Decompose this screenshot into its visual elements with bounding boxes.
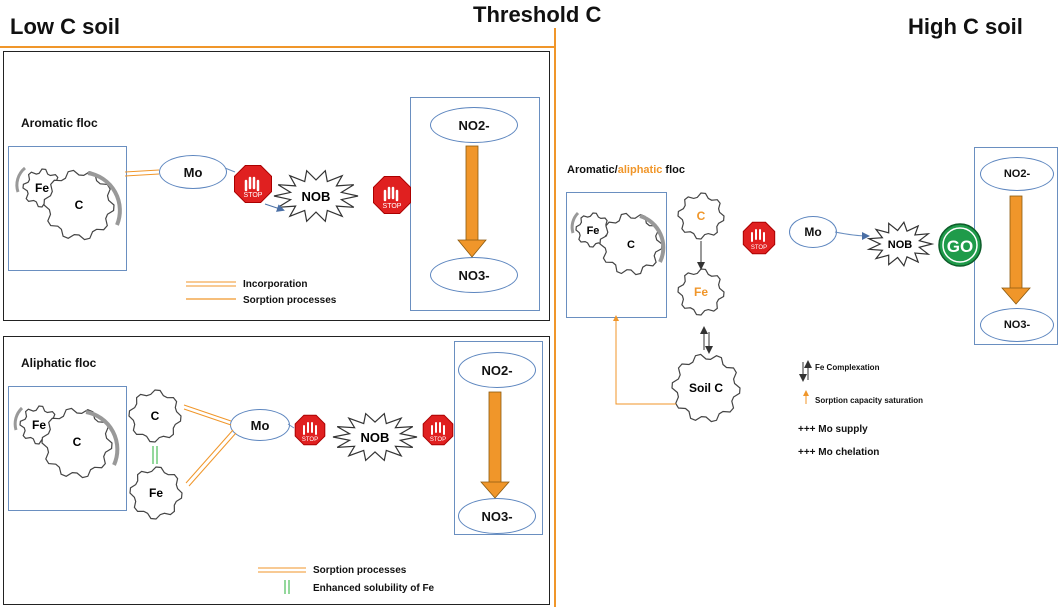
high-legend-fe-complexation: Fe Complexation — [815, 363, 880, 372]
aromatic-stop-sign-1: STOP — [234, 165, 272, 203]
high-fe-arc — [570, 211, 580, 234]
high-c-label: C — [627, 239, 635, 251]
aromatic-stop-2-label: STOP — [383, 203, 402, 210]
aliphatic-nitrite-box — [454, 341, 543, 535]
high-mo-ellipse: Mo — [789, 216, 837, 248]
aliphatic-legend-solubility: Enhanced solubility of Fe — [313, 583, 435, 594]
aliphatic-fe-label: Fe — [32, 418, 46, 432]
aliphatic-nob-burst: NOB — [332, 412, 418, 462]
aromatic-no2-no3-arrow — [457, 145, 487, 258]
high-floc-title-aliphatic: aliphatic — [617, 164, 663, 176]
high-fe-label: Fe — [587, 225, 600, 237]
aromatic-c-label: C — [75, 198, 84, 212]
high-orange-c-label: C — [697, 209, 706, 223]
high-go-sign: GO — [938, 223, 982, 267]
high-legend-sorption-saturation: Sorption capacity saturation — [815, 396, 924, 405]
aromatic-fe-arc — [15, 166, 27, 193]
high-floc-title: Aromatic/aliphatic floc — [567, 164, 685, 176]
high-legend-mo-supply: +++ Mo supply — [798, 424, 868, 435]
aromatic-stop-1-label: STOP — [244, 192, 263, 199]
aliphatic-fe-arc — [13, 406, 24, 431]
aliphatic-stop-2-label: STOP — [430, 437, 446, 443]
aliphatic-no2-ellipse: NO2- — [458, 352, 536, 388]
high-soil-c-gear: Soil C — [671, 353, 741, 423]
high-go-label: GO — [947, 237, 973, 256]
aliphatic-free-c-gear: C — [128, 389, 182, 443]
aliphatic-free-fe-label: Fe — [149, 486, 163, 500]
high-c-soil-header: High C soil — [908, 14, 1023, 39]
aliphatic-nob-label: NOB — [361, 430, 390, 445]
high-stop-label: STOP — [751, 245, 767, 251]
threshold-c-header: Threshold C — [473, 2, 602, 27]
aliphatic-stop-sign-2: STOP — [422, 414, 454, 446]
low-c-soil-header: Low C soil — [10, 14, 120, 39]
high-orange-fe-gear: Fe — [677, 268, 725, 316]
aliphatic-floc-panel — [3, 336, 550, 605]
aromatic-floc-box — [8, 146, 127, 271]
aliphatic-c-arc — [85, 410, 120, 466]
high-no3-ellipse: NO3- — [980, 308, 1054, 342]
aliphatic-stop-sign-1: STOP — [294, 414, 326, 446]
aromatic-mo-ellipse: Mo — [159, 155, 227, 189]
aromatic-nob-burst: NOB — [273, 169, 359, 223]
aliphatic-c-label: C — [73, 435, 82, 449]
high-floc-title-aromatic: Aromatic/ — [567, 164, 618, 176]
high-soil-c-label: Soil C — [689, 381, 723, 395]
aliphatic-mo-ellipse: Mo — [230, 409, 290, 441]
aromatic-nitrite-box — [410, 97, 540, 311]
aromatic-nob-label: NOB — [302, 189, 331, 204]
aliphatic-free-fe-gear: Fe — [129, 466, 183, 520]
aliphatic-floc-title: Aliphatic floc — [21, 356, 97, 370]
high-c-arc — [639, 214, 666, 263]
aromatic-legend-sorption: Sorption processes — [243, 295, 337, 306]
aromatic-c-arc — [87, 171, 122, 226]
high-no2-no3-arrow — [1001, 195, 1031, 305]
high-no2-ellipse: NO2- — [980, 157, 1054, 191]
high-nob-label: NOB — [888, 239, 913, 251]
high-orange-c-gear: C — [677, 192, 725, 240]
aliphatic-stop-1-label: STOP — [302, 437, 318, 443]
threshold-divider — [554, 28, 556, 607]
high-legend-mo-chelation: +++ Mo chelation — [798, 447, 880, 458]
aliphatic-legend-sorption: Sorption processes — [313, 565, 407, 576]
aliphatic-no3-ellipse: NO3- — [458, 498, 536, 534]
high-nob-burst: NOB — [866, 220, 935, 268]
aliphatic-free-c-label: C — [151, 409, 160, 423]
header-underline — [0, 46, 556, 48]
aromatic-no3-ellipse: NO3- — [430, 257, 518, 293]
high-floc-title-floc: floc — [662, 164, 685, 176]
aromatic-floc-title: Aromatic floc — [21, 116, 98, 130]
aliphatic-floc-box — [8, 386, 127, 511]
aromatic-legend-incorporation: Incorporation — [243, 279, 308, 290]
aliphatic-no2-no3-arrow — [480, 391, 510, 499]
high-orange-fe-label: Fe — [694, 285, 708, 299]
aromatic-fe-label: Fe — [35, 181, 49, 195]
aromatic-no2-ellipse: NO2- — [430, 107, 518, 143]
aromatic-stop-sign-2: STOP — [373, 176, 411, 214]
high-stop-sign: STOP — [742, 221, 776, 255]
